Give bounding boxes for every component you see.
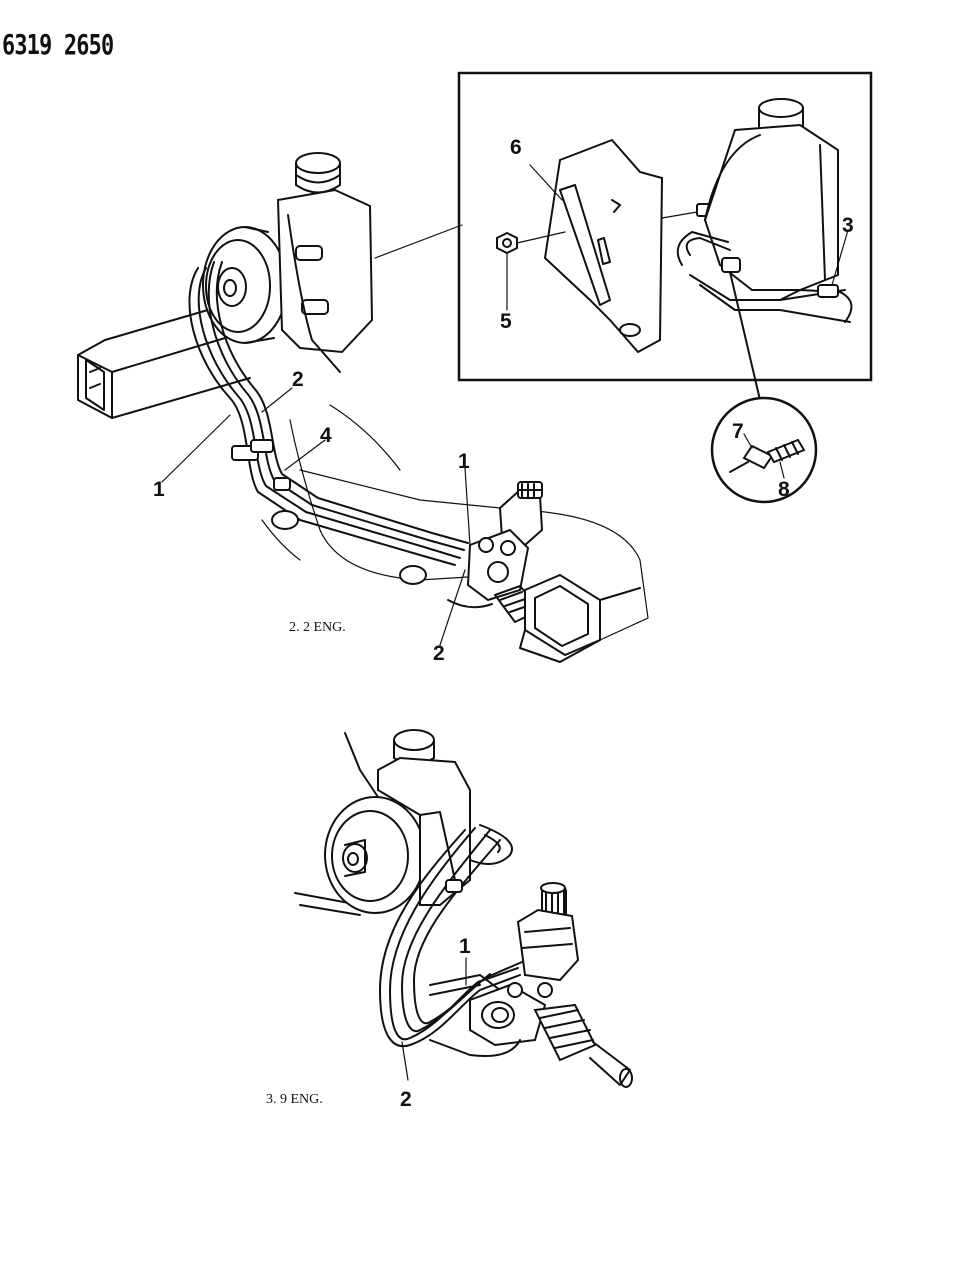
callout-5: 5 [500,310,512,333]
hose-fitting [729,438,806,473]
pressure-return-hoses [188,261,469,566]
callout-7: 7 [732,420,744,443]
callout-2-upper: 2 [292,368,304,391]
nut [496,231,566,255]
callout-1-right: 1 [458,450,470,473]
frame-rail-right [519,573,641,663]
caption-2-2-eng: 2. 2 ENG. [289,620,346,635]
inset-hoses [676,231,853,323]
callout-4: 4 [320,424,332,447]
inset-box [457,71,873,382]
pump-bracket [543,138,664,354]
callout-1-lower-view: 1 [459,935,471,958]
lower-pump-pulley [324,796,426,914]
caption-3-9-eng: 3. 9 ENG. [266,1092,323,1107]
upper-leader-lines [161,224,471,646]
upper-view-drawing [77,152,649,663]
callout-6: 6 [510,136,522,159]
callout-3: 3 [842,214,854,237]
pump-reservoir [276,152,374,373]
steering-gear [447,481,544,623]
lower-hoses [379,824,523,1048]
callout-2-lower: 2 [433,642,445,665]
callout-2-lower-view: 2 [400,1088,412,1111]
lower-steering-gear [429,882,633,1088]
pump-pulley [202,226,288,344]
detail-circle [710,271,818,504]
frame-rail-left [77,304,251,419]
lower-view-drawing [294,729,633,1088]
document-number: 6319 2650 [2,28,114,61]
callout-1-left: 1 [153,478,165,501]
callout-8: 8 [778,478,790,501]
